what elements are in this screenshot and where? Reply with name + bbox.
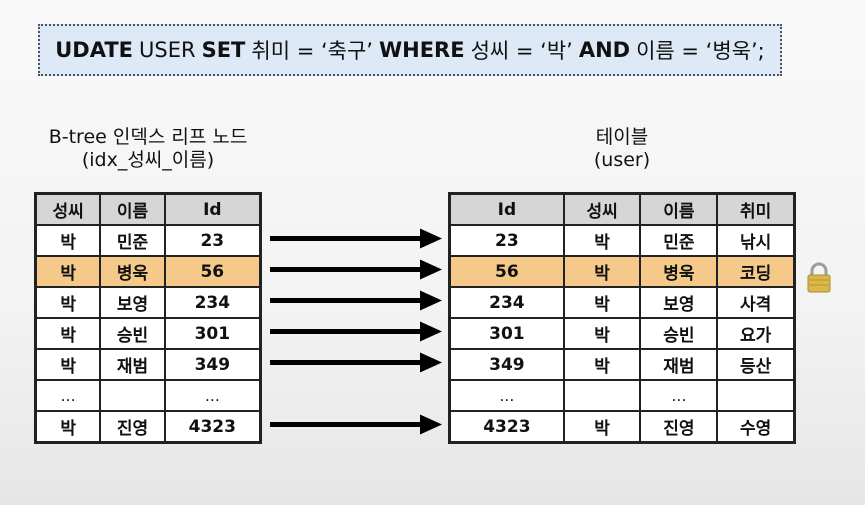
user-cell: 민준 (640, 225, 718, 256)
sql-keyword: UDATE (55, 38, 134, 62)
user-column-header: 성씨 (563, 194, 641, 225)
user-cell: 박 (563, 256, 641, 287)
user-cell: 박 (563, 287, 641, 318)
user-cell: 박 (563, 318, 641, 349)
sql-text: 이름 = ‘병욱’; (636, 39, 765, 63)
user-cell: 병욱 (640, 256, 718, 287)
table-caption: 테이블 (user) (448, 126, 796, 172)
index-caption-subtitle: (idx_성씨_이름) (81, 149, 215, 171)
user-cell: … (450, 380, 564, 411)
sql-text: 성씨 = ‘박’ (470, 39, 573, 63)
user-cell (563, 380, 641, 411)
index-cell: … (164, 380, 260, 411)
user-cell: 박 (563, 411, 641, 442)
index-caption-title: B-tree 인덱스 리프 노드 (48, 126, 248, 148)
index-column-header: 성씨 (36, 194, 101, 225)
index-cell: 재범 (100, 349, 165, 380)
user-cell: 등산 (717, 349, 794, 380)
user-cell: 234 (450, 287, 564, 318)
index-cell: 보영 (100, 287, 165, 318)
user-cell: 박 (563, 349, 641, 380)
index-cell: 234 (164, 287, 260, 318)
pointer-arrow-head (420, 321, 442, 342)
index-column-header: 이름 (100, 194, 165, 225)
user-cell: … (640, 380, 718, 411)
user-cell: 진영 (640, 411, 718, 442)
index-cell: … (36, 380, 101, 411)
user-cell: 요가 (717, 318, 794, 349)
user-cell: 56 (450, 256, 564, 287)
user-cell: 낚시 (717, 225, 794, 256)
index-cell: 병욱 (100, 256, 165, 287)
index-cell: 박 (36, 349, 101, 380)
user-cell: 4323 (450, 411, 564, 442)
user-cell: 23 (450, 225, 564, 256)
index-cell: 박 (36, 225, 101, 256)
index-cell: 민준 (100, 225, 165, 256)
pointer-arrow-head (420, 290, 442, 311)
user-cell: 보영 (640, 287, 718, 318)
sql-text: 취미 = ‘축구’ (251, 39, 373, 63)
pointer-arrow-head (420, 352, 442, 373)
sql-keyword: SET (201, 38, 246, 62)
user-cell: 수영 (717, 411, 794, 442)
user-row: …… (450, 380, 794, 411)
index-row: …… (36, 380, 260, 411)
index-caption: B-tree 인덱스 리프 노드 (idx_성씨_이름) (34, 126, 262, 172)
table-caption-title: 테이블 (595, 126, 649, 148)
user-cell (717, 380, 794, 411)
user-column-header: Id (450, 194, 564, 225)
sql-keyword: AND (578, 38, 631, 62)
index-cell: 진영 (100, 411, 165, 442)
index-cell: 301 (164, 318, 260, 349)
sql-keyword: WHERE (378, 38, 465, 62)
pointer-arrow-head (420, 414, 442, 435)
pointer-arrow-head (420, 259, 442, 280)
index-cell: 박 (36, 411, 101, 442)
pointer-arrow-head (420, 228, 442, 249)
index-cell: 349 (164, 349, 260, 380)
user-cell: 박 (563, 225, 641, 256)
table-caption-subtitle: (user) (593, 149, 651, 171)
index-cell: 승빈 (100, 318, 165, 349)
user-cell: 301 (450, 318, 564, 349)
user-cell: 승빈 (640, 318, 718, 349)
user-cell: 349 (450, 349, 564, 380)
user-column-header: 취미 (717, 194, 794, 225)
index-cell: 4323 (164, 411, 260, 442)
index-cell: 박 (36, 287, 101, 318)
user-cell: 코딩 (717, 256, 794, 287)
user-cell: 재범 (640, 349, 718, 380)
user-cell: 사격 (717, 287, 794, 318)
index-cell: 56 (164, 256, 260, 287)
index-cell: 23 (164, 225, 260, 256)
sql-text: USER (139, 38, 196, 62)
lock-icon (807, 262, 831, 293)
index-column-header: Id (164, 194, 260, 225)
index-cell (100, 380, 165, 411)
user-column-header: 이름 (640, 194, 718, 225)
index-cell: 박 (36, 318, 101, 349)
index-cell: 박 (36, 256, 101, 287)
